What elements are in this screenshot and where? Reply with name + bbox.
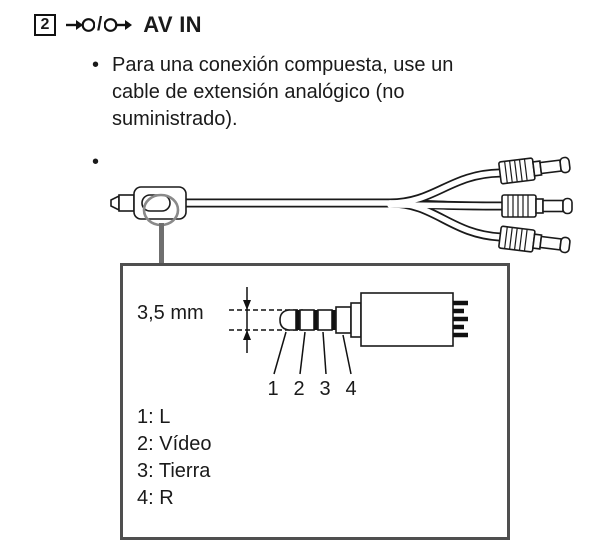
- bullet-item-illustration: •: [92, 149, 112, 176]
- pin-number-4: 4: [345, 378, 357, 400]
- legend-line-3: 3: Tierra: [137, 460, 211, 482]
- bullet-item: • Para una conexión compuesta, use un ca…: [92, 52, 502, 133]
- step-number-box: 2: [34, 14, 56, 36]
- callout-connector-line: [159, 223, 164, 269]
- legend-line-1: 1: L: [137, 406, 171, 428]
- rca-connector-middle: [501, 194, 573, 218]
- rca-connector-bottom: [498, 225, 571, 254]
- legend-line-4: 4: R: [137, 487, 174, 509]
- legend-line-2: 2: Vídeo: [137, 433, 212, 455]
- av-input-jack-icon: [66, 18, 95, 32]
- mini-plug: [110, 186, 187, 220]
- bullet-text: Para una conexión compuesta, use un cabl…: [112, 54, 454, 130]
- plug-pinout-diagram: [229, 287, 468, 375]
- pin-number-1: 1: [267, 378, 279, 400]
- section-heading: 2 / AV IN: [34, 12, 202, 38]
- rca-connector-top: [498, 156, 571, 185]
- av-output-jack-icon: [104, 18, 133, 32]
- pin-number-2: 2: [293, 378, 305, 400]
- pin-legend: 1: L 2: Vídeo 3: Tierra 4: R: [137, 404, 212, 512]
- icon-separator: /: [97, 14, 103, 35]
- measurement-label: 3,5 mm: [137, 302, 204, 324]
- pin-number-3: 3: [319, 378, 331, 400]
- bullet-dot: •: [92, 151, 100, 173]
- bullet-dot: •: [92, 54, 100, 76]
- av-jack-icons: /: [65, 14, 134, 36]
- av-cable-illustration: [110, 156, 573, 254]
- page-title: AV IN: [143, 12, 202, 37]
- plug-detail-box: 3,5 mm 1 2 3 4 1: L 2: Vídeo 3: Tierra 4…: [120, 263, 510, 540]
